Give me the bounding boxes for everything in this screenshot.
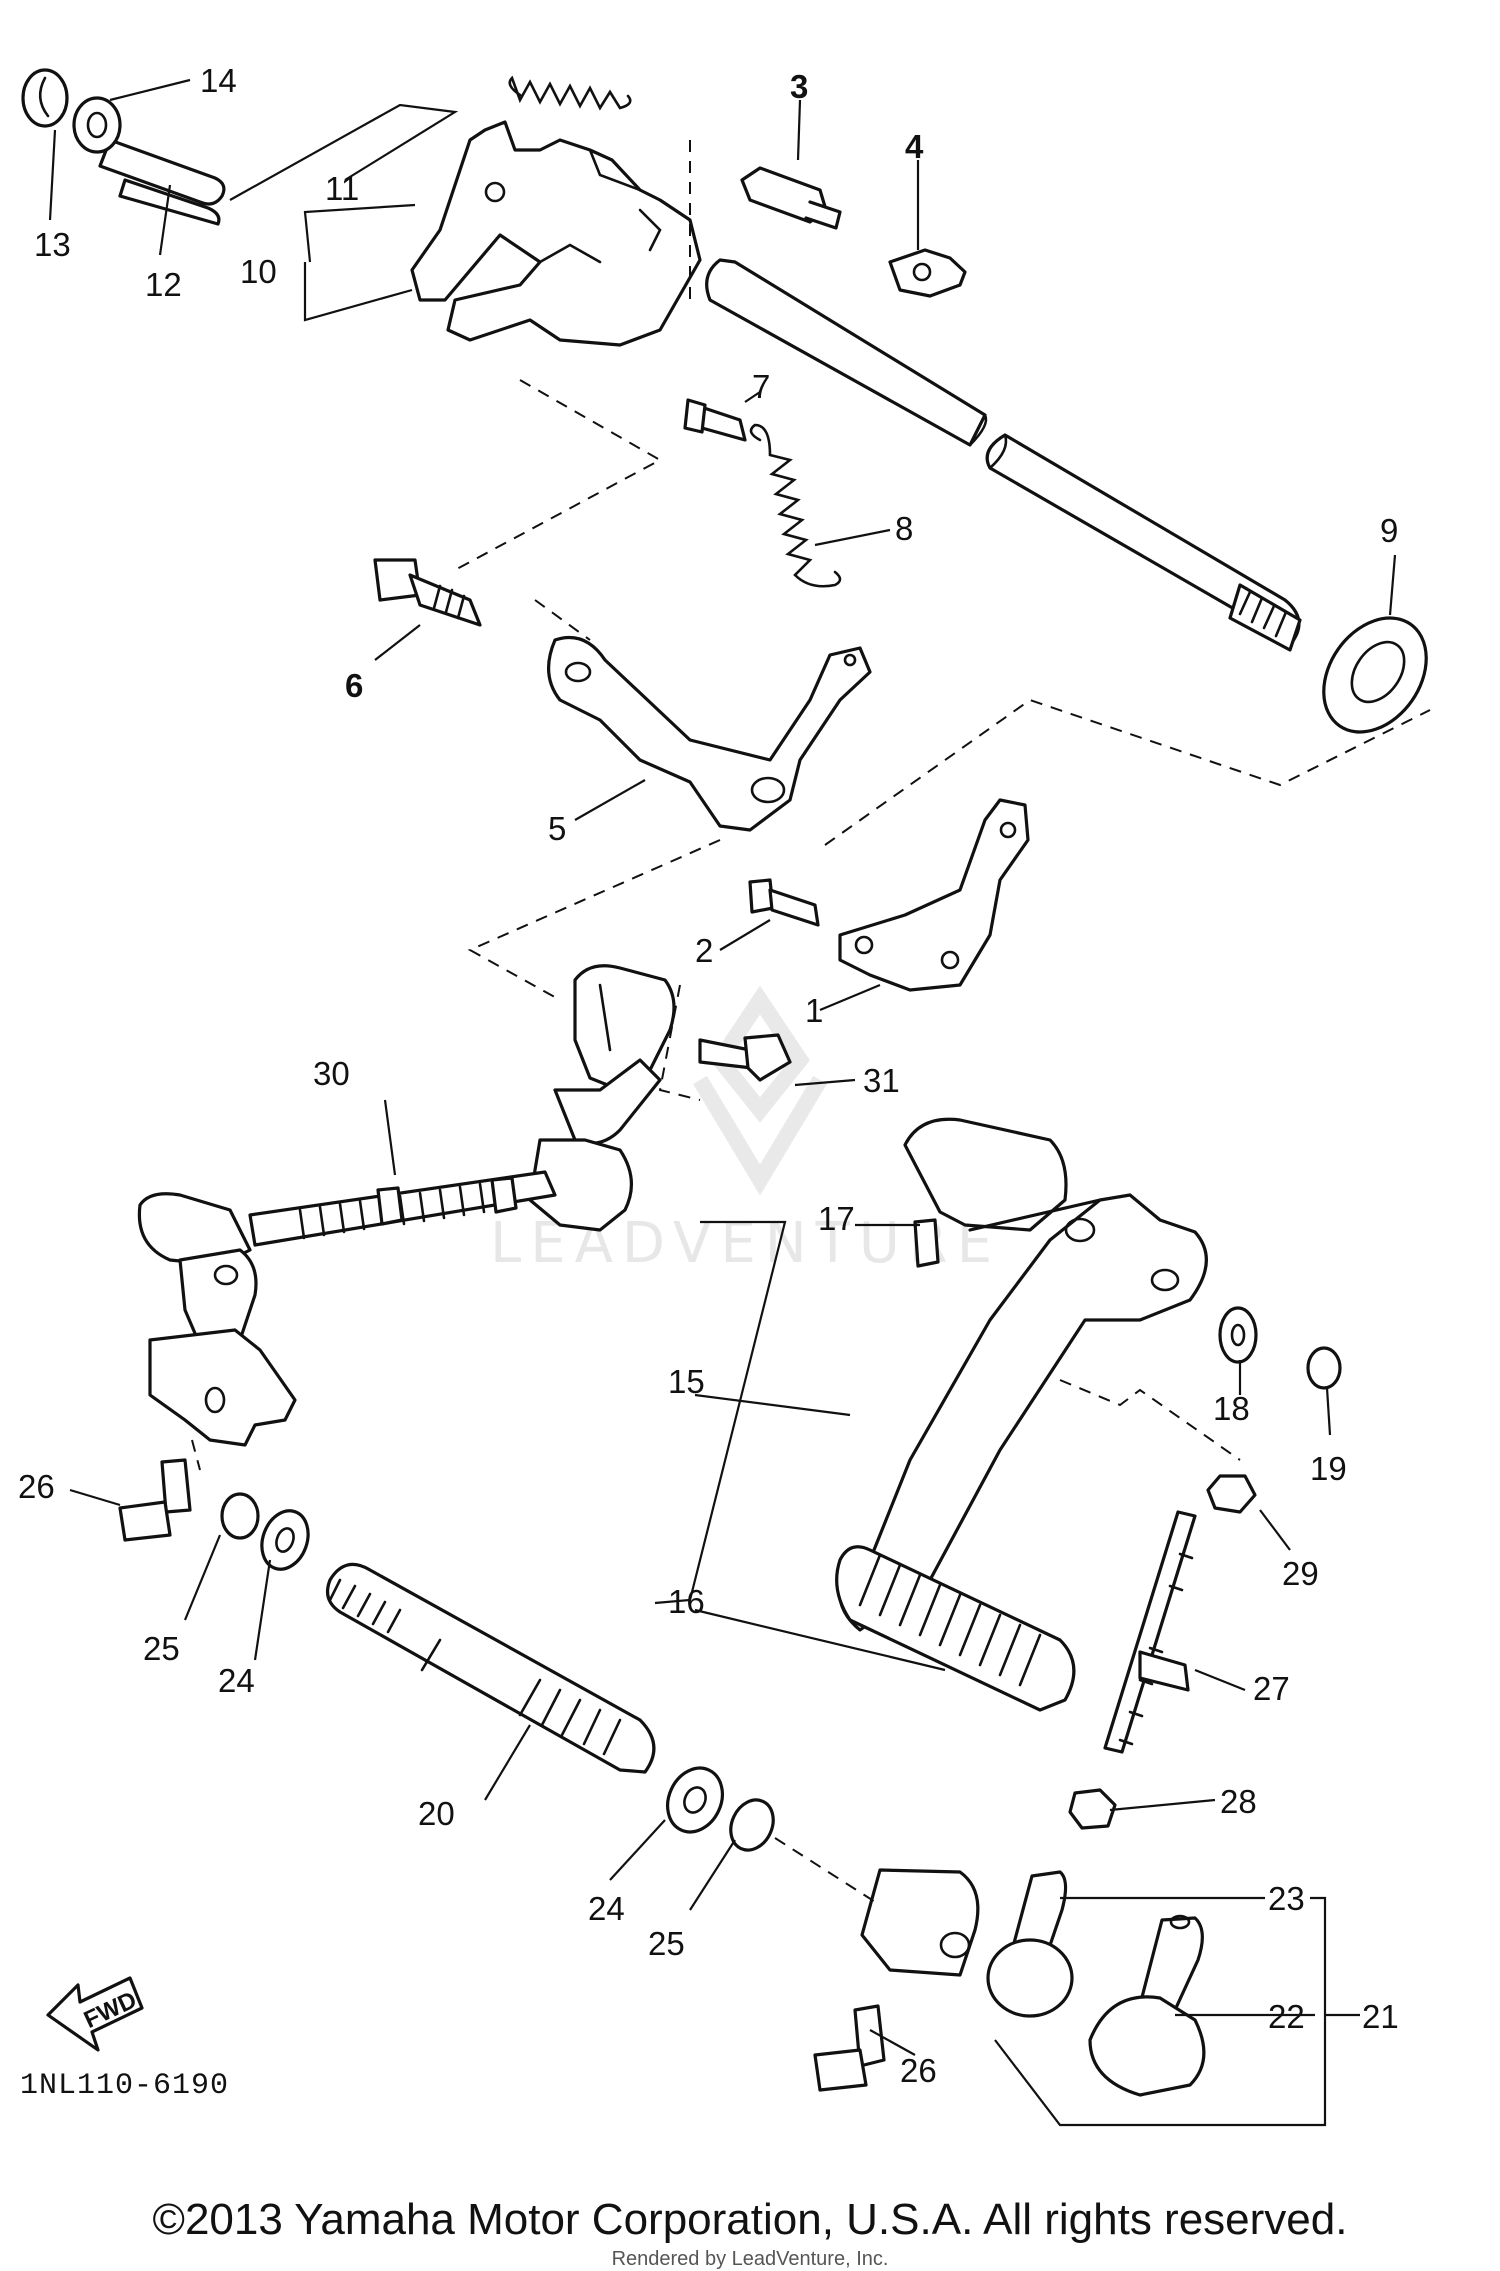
callout-3: 3 xyxy=(790,68,808,105)
bolt-3 xyxy=(740,166,842,230)
callout-13: 13 xyxy=(34,226,71,263)
rod-end-22 xyxy=(1088,1914,1206,2097)
bolt-31 xyxy=(698,1033,792,1082)
bolt-2 xyxy=(748,878,820,927)
callout-16: 16 xyxy=(668,1583,705,1620)
bolt-26-left xyxy=(118,1458,192,1542)
callout-31: 31 xyxy=(863,1062,900,1099)
callout-8: 8 xyxy=(895,510,913,547)
upper-joint xyxy=(528,964,676,1232)
bolt-17 xyxy=(913,1218,940,1268)
rendered-by-note: Rendered by LeadVenture, Inc. xyxy=(611,2248,889,2270)
callout-10: 10 xyxy=(240,253,277,290)
shift-lever-5 xyxy=(546,635,872,832)
callout-18: 18 xyxy=(1213,1390,1250,1427)
fwd-arrow-icon: FWD xyxy=(46,1976,144,2052)
spring-8 xyxy=(749,423,842,588)
callout-5: 5 xyxy=(548,810,566,847)
dashed-guides xyxy=(191,140,1431,1906)
shift-arm-assembly xyxy=(410,120,702,347)
callout-30: 30 xyxy=(313,1055,350,1092)
circlip-25-left xyxy=(220,1492,260,1540)
callout-9: 9 xyxy=(1380,512,1398,549)
joint-block xyxy=(860,1868,980,1977)
bracket-plate-1 xyxy=(838,798,1030,992)
callout-14: 14 xyxy=(200,62,237,99)
circlip-19 xyxy=(1306,1346,1342,1390)
washer-24-right xyxy=(666,1766,724,1834)
diagram-code: 1NL110-6190 xyxy=(20,2069,229,2103)
shift-pedal-15 xyxy=(837,1117,1208,1632)
callout-29: 29 xyxy=(1282,1555,1319,1592)
leader-lines xyxy=(48,78,1397,2127)
lower-rod-end xyxy=(137,1192,297,1447)
callout-2: 2 xyxy=(695,932,713,969)
washer-24-left xyxy=(260,1509,310,1571)
callout-28: 28 xyxy=(1220,1783,1257,1820)
callout-7: 7 xyxy=(752,368,770,405)
washer-14 xyxy=(72,96,122,154)
nut-29 xyxy=(1206,1474,1257,1514)
callout-22: 22 xyxy=(1268,1998,1305,2035)
bolt-7 xyxy=(683,398,747,442)
copyright-notice: ©2013 Yamaha Motor Corporation, U.S.A. A… xyxy=(152,2195,1348,2244)
circlip-13 xyxy=(21,68,69,128)
callout-labels: 26 14 13 12 10 11 3 4 7 8 9 6 5 2 1 30 3… xyxy=(18,62,1399,2103)
oil-seal-9 xyxy=(1322,616,1428,734)
callout-17: 17 xyxy=(818,1200,855,1237)
callout-1: 1 xyxy=(805,992,823,1029)
shift-shaft-20 xyxy=(326,1562,656,1774)
tie-rod-30 xyxy=(248,1170,557,1247)
callout-23: 23 xyxy=(1268,1880,1305,1917)
spring-pin-12 xyxy=(98,138,226,226)
callout-12: 12 xyxy=(145,266,182,303)
callout-4: 4 xyxy=(905,128,924,165)
callout-20: 20 xyxy=(418,1795,455,1832)
callout-25-left: 25 xyxy=(143,1630,180,1667)
spring-11 xyxy=(508,75,632,111)
nut-28 xyxy=(1068,1788,1117,1830)
callout-6: 6 xyxy=(345,667,363,704)
callout-11: 11 xyxy=(325,170,359,207)
shift-shaft-9 xyxy=(705,258,1302,652)
callout-24-left: 24 xyxy=(218,1662,255,1699)
rod-end-23 xyxy=(986,1870,1074,2018)
stopper-4 xyxy=(888,248,967,298)
callout-24-right: 24 xyxy=(588,1890,625,1927)
circlip-25-right xyxy=(729,1798,775,1852)
callout-26: 26 xyxy=(18,1468,55,1505)
callout-19: 19 xyxy=(1310,1450,1347,1487)
bolt-6 xyxy=(373,558,482,627)
adjuster-bolt-27 xyxy=(1103,1510,1197,1754)
callout-26-right: 26 xyxy=(900,2052,937,2089)
callout-27: 27 xyxy=(1253,1670,1290,1707)
callout-21: 21 xyxy=(1362,1998,1399,2035)
washer-18 xyxy=(1218,1306,1258,1364)
callout-15: 15 xyxy=(668,1363,705,1400)
pedal-rubber-16 xyxy=(835,1545,1076,1712)
bolt-26-right xyxy=(813,2004,886,2092)
callout-25-right: 25 xyxy=(648,1925,685,1962)
